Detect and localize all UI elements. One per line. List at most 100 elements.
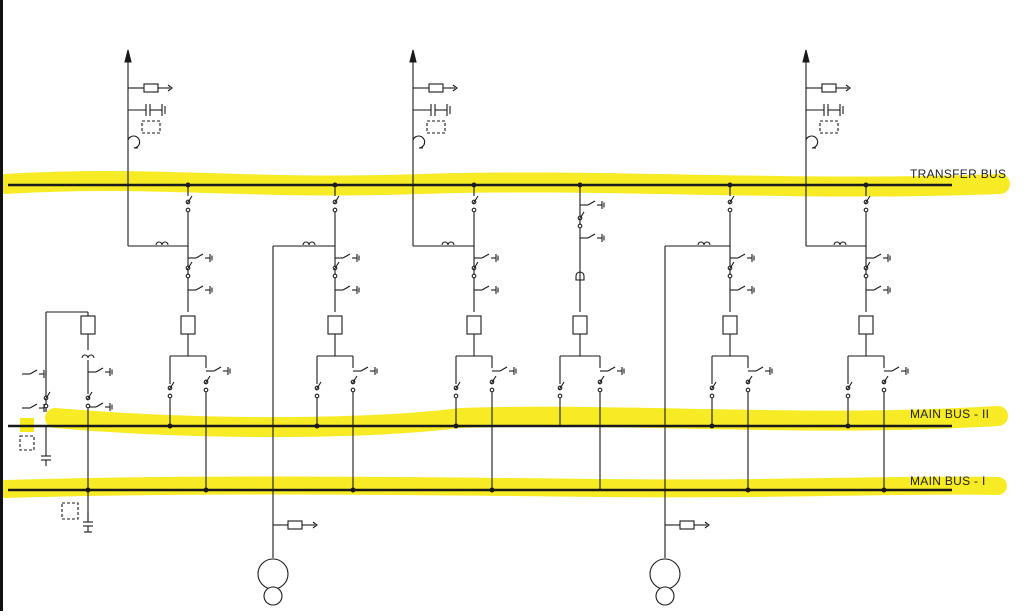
breaker-box [858, 315, 874, 335]
transformer-feeder-2 [257, 241, 335, 606]
power-transformer-secondary [263, 586, 283, 606]
breaker-box [327, 315, 343, 335]
bus-node [85, 487, 91, 493]
coupling-hook [805, 135, 819, 149]
bus-node [845, 423, 851, 429]
bus-highlights [0, 171, 1010, 498]
line-trap [679, 520, 695, 530]
earth-switch-blade [29, 403, 38, 409]
bay-1 [167, 182, 231, 493]
isolator-contact [863, 273, 869, 279]
isolator-blade [864, 195, 871, 205]
bus-node [745, 487, 751, 493]
lightning-arrester [19, 435, 35, 451]
transfer-bus-highlight [0, 171, 1010, 197]
earth-switch-blade [481, 285, 490, 291]
earth-switch-blade [499, 366, 508, 372]
isolator-contact [185, 273, 191, 279]
line-trap [143, 83, 159, 93]
feeder-arrow [124, 49, 132, 63]
coupling-hook [127, 135, 141, 149]
line-trap [428, 83, 444, 93]
left-frame-edge [0, 0, 3, 611]
symbols [19, 49, 909, 606]
earth-switch-blade [481, 253, 490, 259]
coupling-hook [412, 135, 426, 149]
isolator-contact [314, 393, 320, 399]
isolator-blade [864, 261, 871, 271]
bus-bars [8, 183, 952, 492]
bus-node [727, 182, 733, 188]
feeder-arrow [409, 49, 417, 63]
isolator-contact [167, 393, 173, 399]
isolator-blade [846, 381, 853, 391]
feeder-arrow [704, 521, 710, 529]
bus-pt-bay [19, 311, 113, 533]
breaker-box [466, 315, 482, 335]
earth-switch-blade [587, 200, 596, 206]
bus-node [709, 423, 715, 429]
isolator-blade [472, 195, 479, 205]
isolator-contact [863, 207, 869, 213]
bus-node [489, 487, 495, 493]
line-feeder-1 [124, 49, 188, 247]
breaker-box [80, 315, 96, 335]
ct-coil [81, 354, 95, 359]
isolator-contact [85, 403, 91, 409]
isolator-contact [332, 207, 338, 213]
bus-node [350, 487, 356, 493]
earth-switch-blade [755, 366, 764, 372]
power-transformer-primary [649, 558, 681, 590]
earth-switch-blade [342, 285, 351, 291]
isolator-blade [86, 391, 93, 401]
line-trap [287, 520, 303, 530]
bay-2 [314, 182, 378, 493]
feeder-arrow [452, 84, 458, 92]
earth-switch-blade [195, 253, 204, 259]
isolator-blade [558, 381, 565, 391]
ct-coil [155, 241, 169, 246]
earth-switch-blade [737, 285, 746, 291]
isolator-contact [727, 273, 733, 279]
isolator-contact [332, 273, 338, 279]
transformer-feeder-5 [649, 241, 730, 606]
isolator-contact [203, 387, 209, 393]
isolator-contact [597, 387, 603, 393]
isolator-blade [333, 195, 340, 205]
isolator-contact [43, 403, 49, 409]
main-bus-1-highlight [0, 476, 1007, 498]
earth-switch-blade [360, 366, 369, 372]
ct-coil [302, 241, 316, 246]
isolator-blade [578, 211, 585, 221]
earth-switch-blade [587, 233, 596, 239]
earth-switch-blade [342, 253, 351, 259]
bus-node [577, 182, 583, 188]
isolator-blade [710, 381, 717, 391]
breaker-box [572, 315, 588, 335]
feeder-arrow [167, 84, 173, 92]
isolator-blade [351, 375, 358, 385]
isolator-contact [727, 207, 733, 213]
ct-coil [441, 241, 455, 246]
isolator-contact [185, 207, 191, 213]
power-transformer-secondary [655, 586, 675, 606]
isolator-blade [186, 261, 193, 271]
isolator-contact [471, 273, 477, 279]
power-transformer-primary [257, 558, 289, 590]
lightning-arrester [61, 502, 79, 520]
feeder-arrow [312, 521, 318, 529]
isolator-contact [489, 387, 495, 393]
isolator-blade [333, 261, 340, 271]
bay-6 [845, 182, 909, 493]
main-bus-1-label: MAIN BUS - I [910, 474, 986, 488]
earth-switch-blade [213, 366, 222, 372]
isolator-blade [598, 375, 605, 385]
lightning-arrester [426, 120, 446, 134]
isolator-contact [709, 393, 715, 399]
isolator-blade [746, 375, 753, 385]
isolator-blade [472, 261, 479, 271]
isolator-contact [471, 207, 477, 213]
isolator-contact [577, 223, 583, 229]
isolator-blade [728, 261, 735, 271]
